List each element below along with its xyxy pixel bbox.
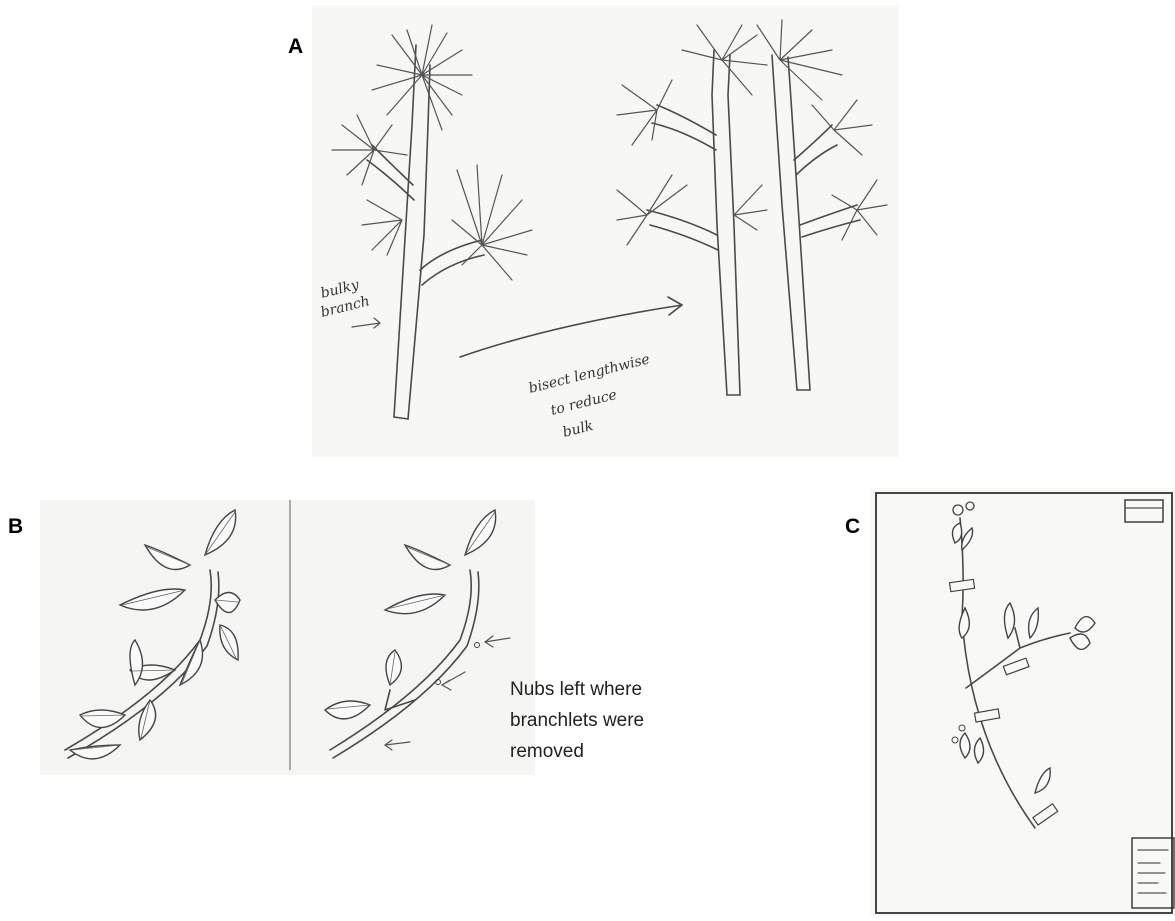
branch-after	[325, 510, 510, 758]
bisect-arrow	[460, 297, 682, 357]
herbarium-sheet-drawing	[870, 488, 1175, 916]
svg-text:to reduce: to reduce	[549, 387, 618, 419]
svg-text:bisect lengthwise: bisect lengthwise	[527, 351, 651, 397]
nub-arrow-1	[485, 636, 510, 647]
nub-arrow-3	[385, 740, 410, 750]
mounted-specimen	[950, 502, 1095, 828]
specimen-label	[1132, 838, 1174, 908]
panel-label-a: A	[288, 35, 303, 59]
panel-b-sketch	[40, 500, 535, 775]
bisected-half-right	[757, 20, 887, 390]
bulky-branch	[332, 25, 532, 419]
panel-label-c: C	[845, 515, 860, 539]
bisect-note: bisect lengthwise to reduce bulk	[527, 351, 651, 441]
nubs-caption: Nubs left where branchlets were removed	[510, 674, 680, 767]
panel-a-sketch: bulky branch bisect lengthwise to reduce…	[312, 5, 899, 457]
nub-arrow-2	[442, 672, 465, 690]
svg-text:bulk: bulk	[561, 418, 595, 441]
leafy-branch-drawing	[40, 500, 535, 775]
branch-before	[65, 510, 240, 759]
sheet-border	[876, 493, 1172, 913]
bisected-half-left	[617, 25, 767, 395]
bulky-branch-note: bulky branch	[319, 277, 380, 328]
panel-label-b: B	[8, 515, 23, 539]
packet-icon	[1125, 500, 1163, 522]
pine-branch-drawing: bulky branch bisect lengthwise to reduce…	[312, 5, 899, 457]
panel-c-sketch	[870, 488, 1175, 916]
